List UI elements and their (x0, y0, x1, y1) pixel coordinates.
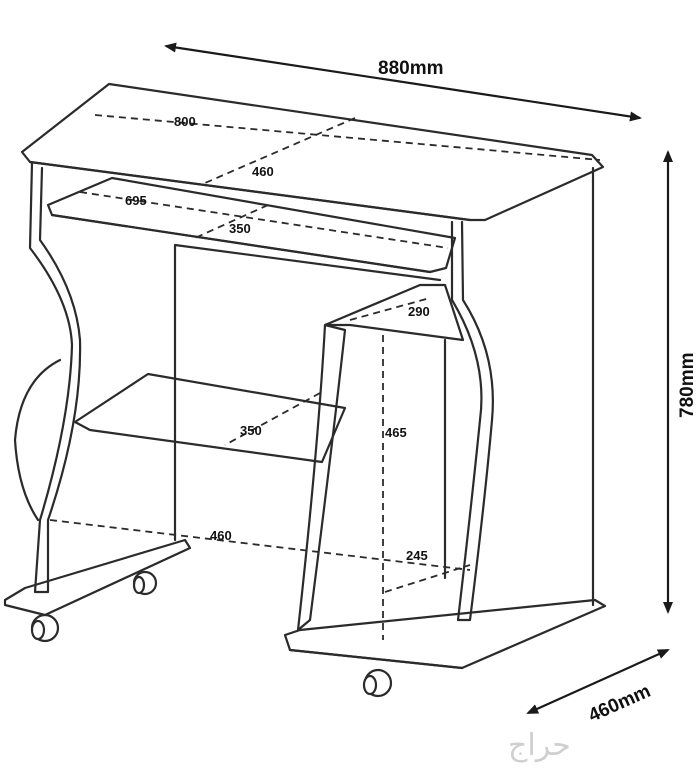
caster-wheel-back-left (132, 570, 158, 596)
middle-shelf (73, 372, 347, 464)
left-rear-leaf (13, 358, 62, 522)
depth-label: 460mm (585, 681, 653, 727)
cabinet-top-depth-label: 290 (408, 304, 430, 319)
right-base (283, 598, 607, 670)
right-base-front (288, 648, 464, 670)
height-label: 780mm (677, 353, 698, 419)
shelf-depth-dash (224, 392, 321, 446)
top-depth-dash (204, 117, 356, 184)
cabinet-top (323, 283, 465, 342)
top-width-label: 800 (174, 114, 196, 129)
back-panel (173, 243, 442, 542)
cabinet-height-label: 465 (385, 425, 407, 440)
left-base (3, 538, 192, 617)
width-arrow (164, 42, 642, 122)
keyboard-depth-dash (194, 204, 269, 239)
base-depth-label: 245 (406, 548, 428, 563)
shelf-depth-label: 350 (240, 423, 262, 438)
caster-wheel-front-left (30, 613, 60, 643)
width-label: 880mm (378, 58, 444, 79)
right-leg-panel (450, 220, 494, 622)
keyboard-depth-label: 350 (229, 221, 251, 236)
left-leg-panel (28, 161, 82, 594)
keyboard-width-dash (79, 191, 449, 249)
top-width-dash (94, 114, 601, 161)
depth-arrow (526, 648, 670, 715)
cabinet-top-depth-dash (349, 297, 431, 321)
caster-wheel-front-right (362, 668, 393, 698)
base-width-label: 460 (210, 528, 232, 543)
watermark-logo: حراج (508, 728, 571, 763)
keyboard-tray-front (50, 213, 432, 274)
base-depth-dash (384, 564, 471, 593)
keyboard-width-label: 695 (125, 193, 147, 208)
top-depth-label: 460 (252, 164, 274, 179)
cabinet-front-panel (296, 323, 347, 632)
desk-top-front-edge (28, 160, 472, 222)
base-width-dash (49, 519, 471, 571)
